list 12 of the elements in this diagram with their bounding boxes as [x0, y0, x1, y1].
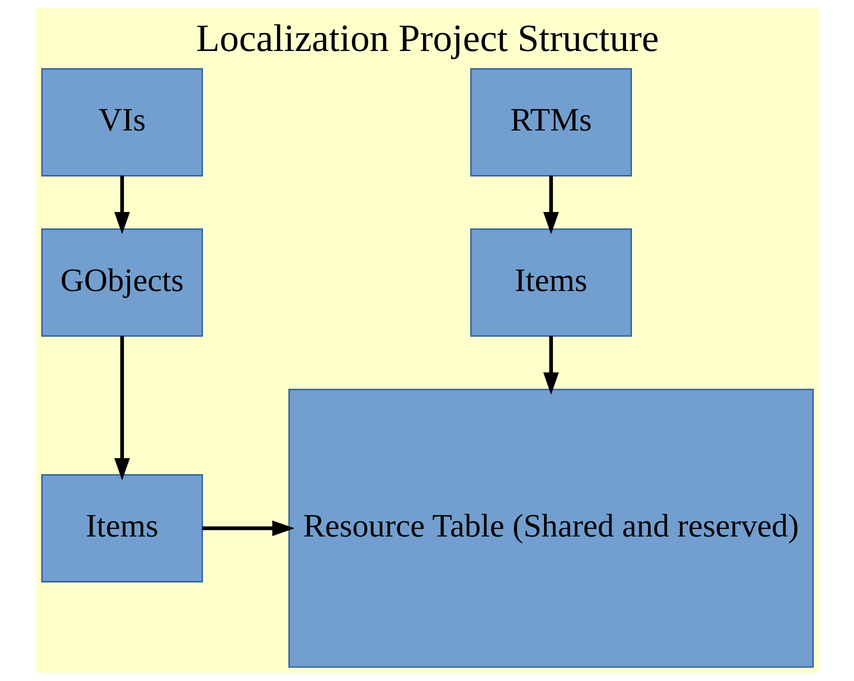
arrow [542, 336, 558, 395]
arrow [542, 176, 558, 234]
node-box: VIs [40, 68, 202, 176]
arrow [114, 336, 130, 480]
node-box: Resource Table (Shared and reserved) [288, 388, 814, 668]
node-box: RTMs [470, 68, 632, 176]
node-box: Items [470, 228, 632, 337]
node-box: Items [40, 474, 202, 582]
arrow [202, 520, 294, 536]
diagram-title: Localization Project Structure [196, 18, 658, 60]
arrow [114, 176, 130, 234]
node-box: GObjects [40, 228, 202, 337]
